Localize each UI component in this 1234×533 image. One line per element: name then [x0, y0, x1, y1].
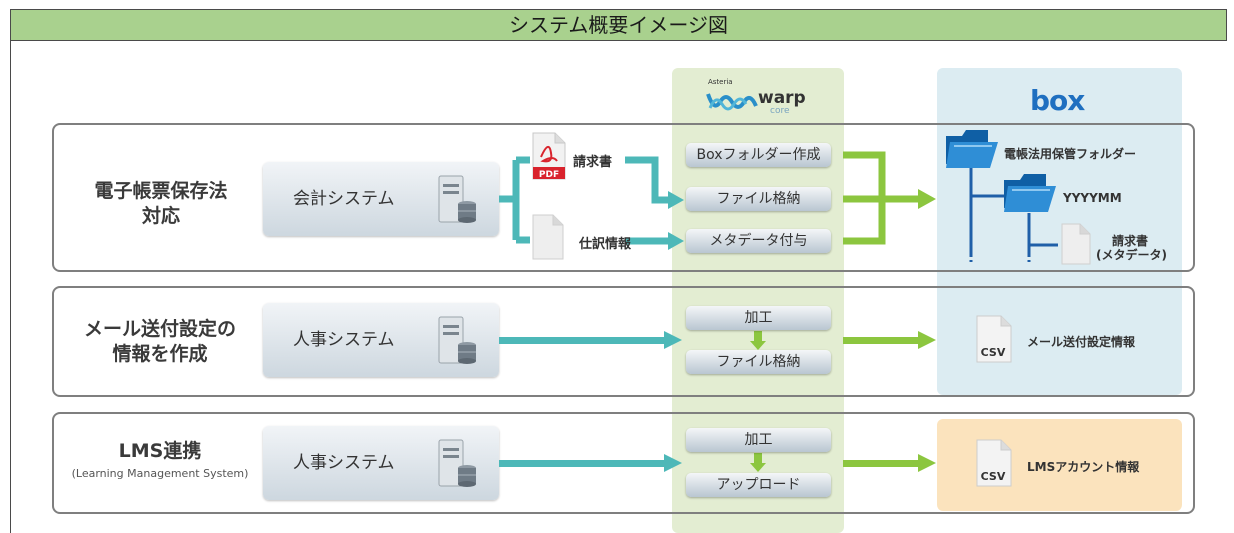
section-title: 情報を作成 [112, 343, 208, 365]
folder-label: YYYYMM [1063, 191, 1122, 205]
green-step-shaft [754, 453, 762, 465]
file-label: (メタデータ) [1096, 248, 1167, 262]
server-icon [438, 316, 476, 364]
arrow-head [918, 454, 936, 472]
section-title: 対応 [141, 205, 180, 227]
warp-logo-text: warp [758, 88, 806, 108]
arrow-head [918, 331, 936, 349]
document-icon [532, 214, 564, 260]
teal-flow-section1 [499, 156, 671, 245]
document-label: 仕訳情報 [579, 237, 632, 252]
frame-left-border [10, 41, 11, 533]
csv-file-icon: CSV [976, 315, 1012, 363]
csv-file-icon: CSV [976, 439, 1012, 487]
server-icon [438, 175, 476, 223]
step-process: 加工 [686, 428, 831, 452]
section-e-document [52, 123, 1195, 272]
core-logo-text: core [770, 106, 790, 116]
system-box: 人事システム [263, 303, 499, 377]
document-label: 請求書 [573, 155, 613, 170]
pdf-badge: PDF [539, 170, 559, 180]
arrow-head [664, 454, 682, 472]
step-store-file: ファイル格納 [686, 350, 831, 374]
system-label: 会計システム [293, 189, 395, 209]
folder-icon [946, 130, 998, 168]
system-label: 人事システム [293, 453, 395, 473]
folder-tree-lines [969, 165, 1058, 255]
pdf-icon: PDF [532, 132, 566, 180]
arrow-head [750, 341, 766, 350]
file-label: メール送付設定情報 [1027, 335, 1136, 349]
arrow-head [750, 463, 766, 472]
arrow-head [668, 232, 684, 250]
box-logo: box [1030, 84, 1085, 117]
system-box: 人事システム [263, 426, 499, 500]
step-add-metadata: メタデータ付与 [686, 229, 831, 253]
section-mail-settings [52, 286, 1195, 397]
file-label: LMSアカウント情報 [1027, 460, 1140, 474]
green-arrow-shaft [843, 460, 921, 467]
folder-label: 電帳法用保管フォルダー [1004, 147, 1137, 161]
arrow-head [918, 189, 936, 209]
arrow-head [668, 191, 684, 209]
folder-icon [1004, 174, 1056, 212]
asteria-logo-text: Asteria [708, 78, 733, 86]
section-title: LMS連携 [118, 440, 202, 462]
teal-arrow-shaft [499, 337, 667, 344]
teal-arrow-shaft [499, 460, 667, 467]
csv-badge: CSV [981, 346, 1006, 359]
green-flow-section1 [843, 151, 920, 245]
section-subtitle: (Learning Management System) [71, 467, 249, 480]
file-label: 請求書 [1112, 234, 1149, 248]
server-icon [438, 439, 476, 487]
section-title: メール送付設定の [83, 318, 236, 340]
section-lms [52, 412, 1195, 514]
step-store-file: ファイル格納 [686, 187, 831, 211]
csv-badge: CSV [981, 470, 1006, 483]
system-box: 会計システム [263, 162, 499, 236]
system-label: 人事システム [293, 330, 395, 350]
step-create-box-folder: Boxフォルダー作成 [686, 143, 831, 167]
section-title: 電子帳票保存法 [94, 180, 228, 202]
green-arrow-shaft [843, 337, 921, 344]
arrow-head [664, 331, 682, 349]
warp-logo-icon [706, 93, 758, 111]
diagram-title: システム概要イメージ図 [10, 9, 1227, 41]
step-upload: アップロード [686, 473, 831, 497]
step-process: 加工 [686, 306, 831, 330]
green-step-shaft [754, 331, 762, 343]
metadata-file-icon [1061, 223, 1091, 265]
